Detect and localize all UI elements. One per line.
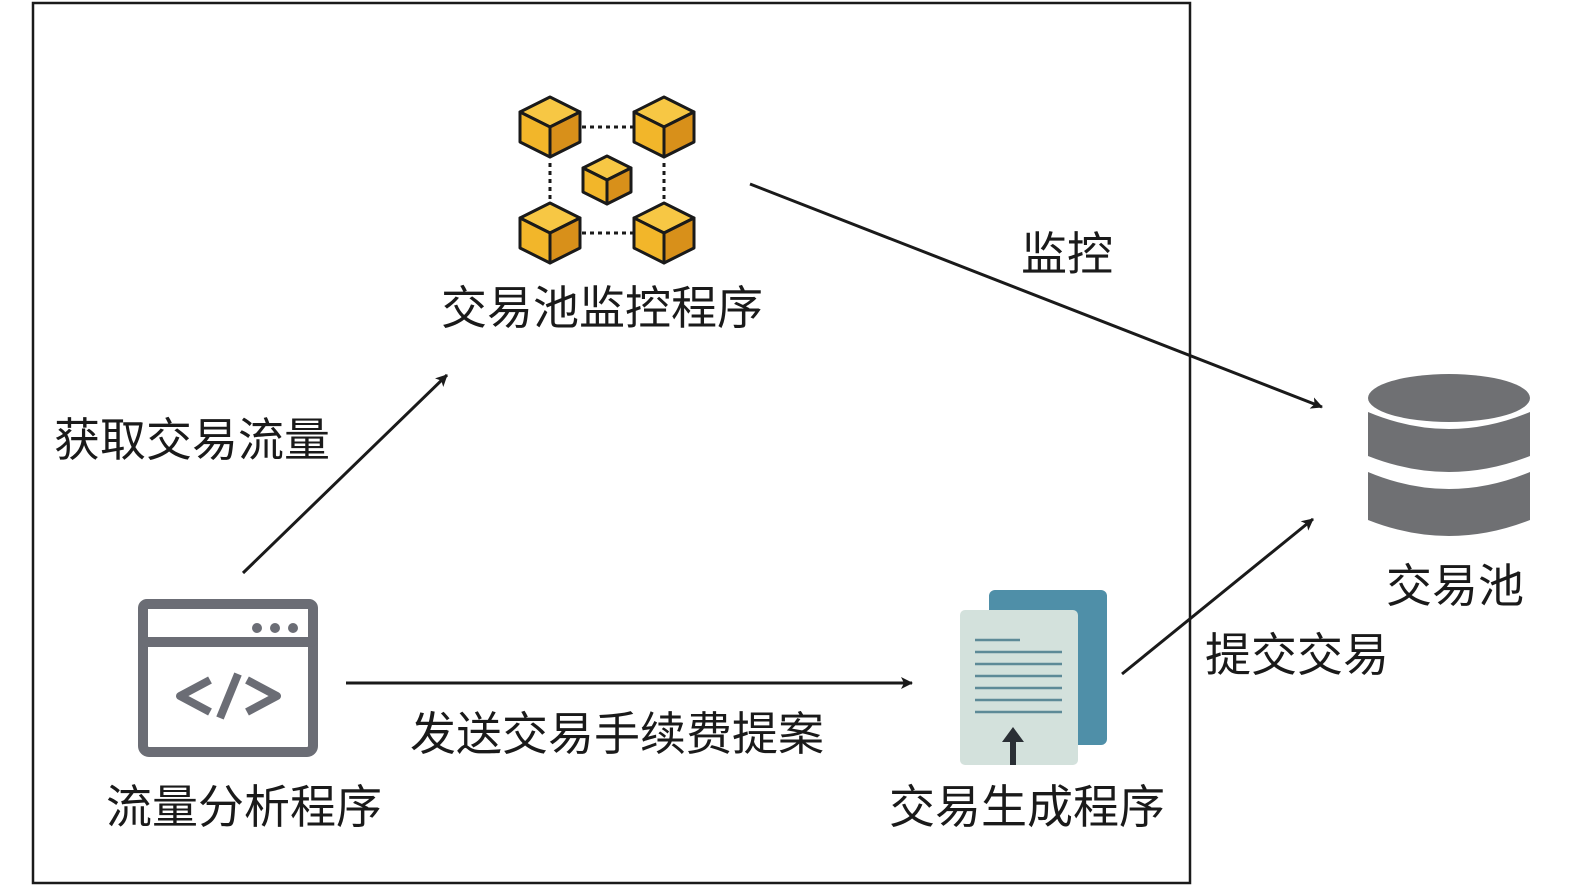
- system-boundary: [31, 1, 1192, 885]
- cube-icon: [581, 154, 633, 206]
- edge-label-submit: 提交交易: [1205, 628, 1389, 682]
- cube-icon: [632, 201, 696, 265]
- cube-icon: [632, 95, 696, 159]
- node-label-analysis: 流量分析程序: [106, 780, 382, 834]
- node-label-pool: 交易池: [1386, 559, 1524, 613]
- code-window-icon: [138, 599, 318, 757]
- document-upload-icon: [960, 590, 1107, 765]
- edge-get-traffic: [241, 373, 449, 575]
- node-label-monitor: 交易池监控程序: [441, 281, 763, 335]
- edge-label-monitor: 监控: [1021, 227, 1113, 281]
- blockchain-network-icon: [518, 95, 696, 265]
- database-icon: [1368, 374, 1530, 536]
- node-label-generator: 交易生成程序: [889, 780, 1165, 834]
- cube-icon: [518, 201, 582, 265]
- edge-monitor: [749, 182, 1323, 409]
- edge-submit: [1121, 517, 1314, 676]
- edge-label-send-proposal: 发送交易手续费提案: [410, 707, 824, 761]
- edge-label-get-traffic: 获取交易流量: [54, 413, 330, 467]
- cube-icon: [518, 95, 582, 159]
